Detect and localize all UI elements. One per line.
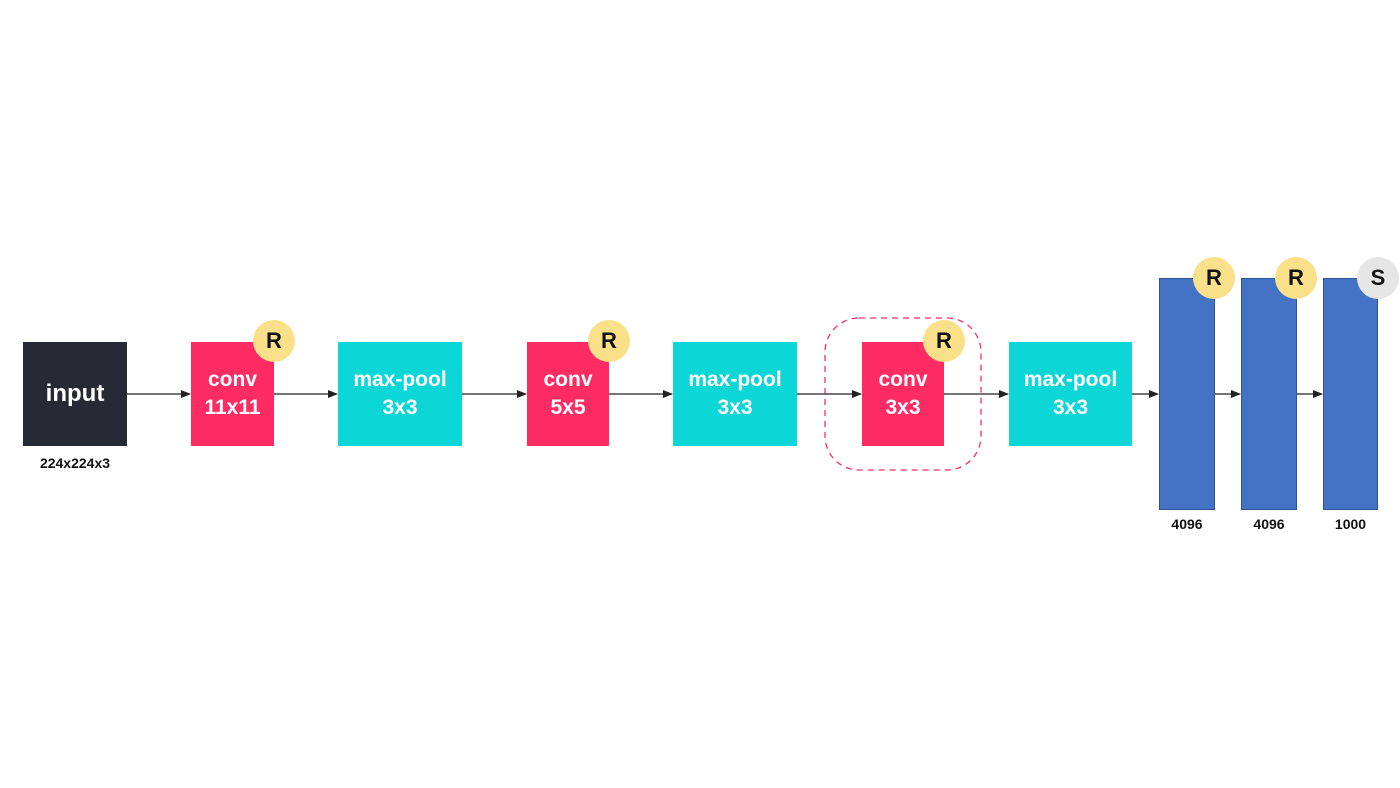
pool-size-label: 3x3	[382, 396, 418, 419]
dense-layer-3	[1323, 278, 1378, 510]
max-pool-node: max-pool 3x3	[338, 342, 462, 446]
softmax-badge: S	[1357, 257, 1399, 299]
pool-label: max-pool	[353, 368, 447, 391]
dense-units-caption: 1000	[1334, 516, 1367, 532]
relu-badge: R	[1275, 257, 1317, 299]
pool-label: max-pool	[1023, 368, 1118, 391]
relu-badge: R	[588, 320, 630, 362]
conv-3x3-node: conv 3x3	[862, 342, 944, 446]
pool-size-label: 3x3	[717, 396, 753, 419]
pool-size-label: 3x3	[1052, 396, 1089, 419]
input-node: input	[23, 342, 127, 446]
relu-badge: R	[923, 320, 965, 362]
max-pool-node: max-pool 3x3	[673, 342, 797, 446]
dense-units-caption: 4096	[1253, 516, 1285, 532]
conv-5x5-node: conv 5x5	[527, 342, 609, 446]
conv-label: conv	[543, 368, 593, 391]
conv-11x11-node: conv 11x11	[191, 342, 274, 446]
highlight-dashed-frame	[824, 317, 982, 471]
conv-label: conv	[207, 368, 257, 391]
input-shape-caption: 224x224x3	[39, 455, 111, 471]
kernel-size-label: 11x11	[204, 396, 261, 419]
dense-layer-2	[1241, 278, 1297, 510]
conv-label: conv	[878, 368, 928, 391]
max-pool-node: max-pool 3x3	[1009, 342, 1132, 446]
input-label: input	[45, 380, 105, 407]
relu-badge: R	[1193, 257, 1235, 299]
dense-units-caption: 4096	[1171, 516, 1203, 532]
dense-layer-1	[1159, 278, 1215, 510]
kernel-size-label: 5x5	[550, 396, 586, 419]
pool-label: max-pool	[688, 368, 782, 391]
relu-badge: R	[253, 320, 295, 362]
kernel-size-label: 3x3	[885, 396, 921, 419]
